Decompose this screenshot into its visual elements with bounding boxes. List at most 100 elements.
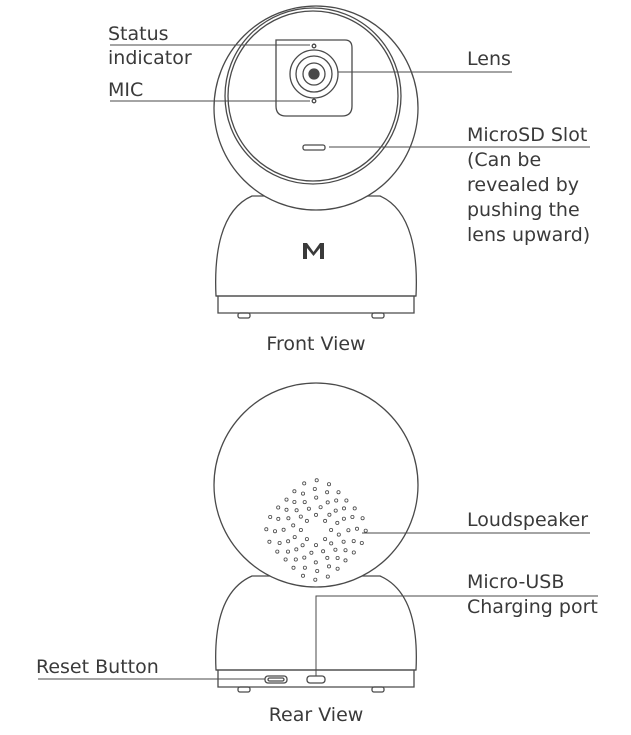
speaker-hole [294,547,299,552]
speaker-hole [343,558,348,563]
speaker-hole [267,539,272,544]
rear-head-sphere [213,382,419,588]
front-leader-lines [110,44,590,148]
rear-leader-lines [38,532,598,680]
speaker-hole [291,523,296,528]
speaker-hole [312,486,317,491]
front-head-sphere [213,5,419,211]
speaker-hole [318,505,323,510]
speaker-hole [360,516,365,521]
speaker-hole [268,515,273,520]
speaker-hole [326,482,331,487]
reset-button-inner [267,677,285,682]
speaker-hole [326,564,331,569]
speaker-hole [302,481,307,486]
label-microsd-line4: pushing the [467,199,580,221]
speaker-hole [292,499,297,504]
speaker-hole [298,514,303,519]
loudspeaker-grille [264,478,368,582]
label-usb-line1: Micro-USB [467,571,565,593]
speaker-hole [313,543,318,548]
status-indicator-dot [311,43,317,49]
speaker-hole [294,508,299,513]
speaker-hole [309,550,314,555]
speaker-hole [363,528,368,533]
lens-ring [295,55,333,93]
speaker-hole [359,541,364,546]
micro-usb-port [306,675,326,684]
label-status-line2: indicator [108,47,192,69]
speaker-hole [291,565,296,570]
label-microsd-line3: revealed by [467,174,580,196]
rear-foot-left [237,686,251,693]
label-mic: MIC [108,79,144,101]
speaker-hole [276,505,281,510]
label-usb-line2: Charging port [467,596,598,618]
speaker-hole [329,541,334,546]
lens-housing [275,39,353,117]
mic-hole [311,98,317,104]
label-loudspeaker: Loudspeaker [467,509,589,531]
speaker-hole [323,518,328,523]
front-base-body [215,195,417,297]
speaker-hole [276,516,281,521]
speaker-hole [325,490,330,495]
speaker-hole [285,549,290,554]
front-face-ring [224,7,402,185]
speaker-hole [351,539,356,544]
lens-center [308,68,320,80]
speaker-hole [346,528,351,533]
lens-outer-ring [289,49,339,99]
speaker-hole [341,506,346,511]
rear-foot-right [371,686,385,693]
speaker-hole [284,497,289,502]
speaker-hole [302,500,307,505]
speaker-hole [336,532,341,537]
speaker-hole [284,507,289,512]
speaker-hole [304,518,309,523]
speaker-hole [333,547,338,552]
speaker-hole [300,543,305,548]
speaker-hole [283,557,288,562]
speaker-hole [298,528,303,533]
speaker-hole [264,527,269,532]
speaker-hole [293,557,298,562]
speaker-hole [351,550,356,555]
front-face-inner [227,10,399,182]
speaker-hole [354,526,359,531]
speaker-hole [281,527,286,532]
label-lens: Lens [467,48,511,70]
label-status-line1: Status [108,23,169,45]
leader-usb [315,595,598,676]
logo-mark [303,243,324,259]
speaker-hole [304,537,309,542]
speaker-hole [314,478,319,483]
caption-front-view: Front View [266,333,366,355]
speaker-hole [300,573,305,578]
speaker-hole [313,512,318,517]
speaker-hole [292,535,297,540]
speaker-hole [341,539,346,544]
front-base-bottom [217,296,415,314]
speaker-hole [350,515,355,520]
speaker-hole [272,529,277,534]
speaker-hole [335,566,340,571]
speaker-hole [343,548,348,553]
speaker-hole [325,555,330,560]
speaker-hole [344,498,349,503]
speaker-hole [341,516,346,521]
speaker-hole [306,506,311,511]
label-microsd-line5: lens upward) [467,224,591,246]
speaker-hole [327,512,332,517]
speaker-hole [277,541,282,546]
speaker-hole [292,489,297,494]
speaker-hole [352,506,357,511]
speaker-hole [335,520,340,525]
lens-glass [302,62,326,86]
speaker-hole [323,537,328,542]
caption-rear-view: Rear View [268,704,364,726]
speaker-hole [335,556,340,561]
front-camera [213,5,419,319]
